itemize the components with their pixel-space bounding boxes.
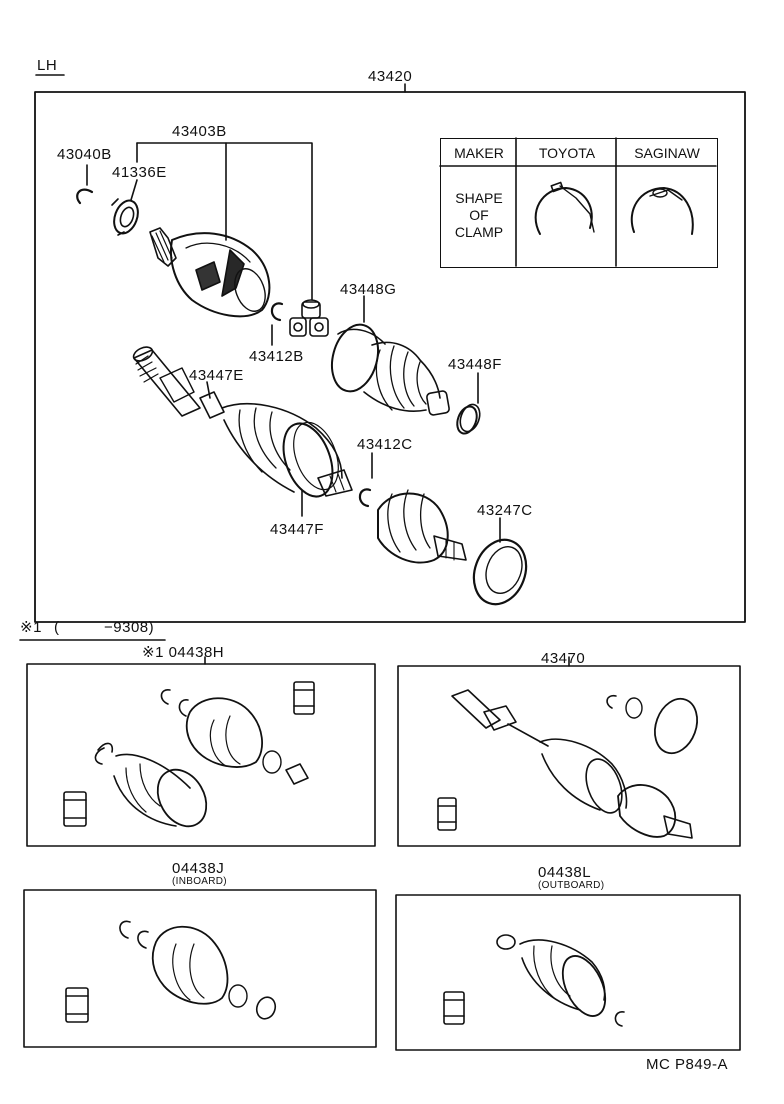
- leader-43403b: [130, 142, 313, 301]
- part-label-43448g: 43448G: [340, 281, 397, 298]
- kit-sub-inboard: (INBOARD): [172, 876, 227, 887]
- kit-04438j-parts: [65, 920, 277, 1023]
- table-row-label-line3: CLAMP: [454, 224, 504, 240]
- side-label: LH: [37, 57, 58, 74]
- kit-label-04438l: 04438L: [538, 864, 592, 881]
- kit-box-04438j: [23, 889, 377, 1048]
- kit-04438h-parts: [63, 681, 315, 828]
- table-header-maker: MAKER: [454, 145, 504, 161]
- bearing-41336e: [111, 198, 139, 236]
- diagram-reference: MC P849-A: [646, 1056, 729, 1073]
- part-label-43403b: 43403B: [172, 123, 227, 140]
- table-header-toyota: TOYOTA: [538, 145, 596, 161]
- note-range-open: (: [54, 619, 60, 636]
- table-row-label-line2: OF: [469, 207, 489, 223]
- kit-sub-outboard: (OUTBOARD): [538, 880, 605, 891]
- part-label-43412c: 43412C: [357, 436, 413, 453]
- clamp-43448f: [456, 403, 481, 435]
- kit-label-43470: 43470: [541, 650, 586, 667]
- ring-43247c: [472, 538, 528, 606]
- snap-ring-43412b: [270, 302, 284, 322]
- kit-box-43470: [397, 665, 741, 847]
- clamp-table-grid: [439, 137, 717, 267]
- kit-label-04438h: ※1 04438H: [142, 644, 225, 661]
- table-row-label-line1: SHAPE: [455, 190, 503, 206]
- kit-box-04438h: [26, 663, 376, 847]
- kit-box-04438l: [395, 894, 741, 1051]
- snap-ring-43412c: [358, 488, 372, 508]
- clamp-table: MAKER TOYOTA SAGINAW SHAPE OF CLAMP: [440, 138, 718, 268]
- note-marker: ※1: [20, 619, 42, 636]
- part-label-43447e: 43447E: [189, 367, 244, 384]
- snap-ring-43040b: [76, 188, 94, 205]
- note-range-end: −9308): [104, 619, 155, 636]
- toyota-clamp-icon: [534, 181, 595, 235]
- boot-43448g: [330, 323, 450, 416]
- part-label-43420: 43420: [368, 68, 413, 85]
- part-label-43412b: 43412B: [249, 348, 304, 365]
- inboard-housing-43403b: [149, 227, 271, 318]
- drive-shaft: [132, 346, 225, 419]
- part-label-43040b: 43040B: [57, 146, 112, 163]
- kit-04438l-parts: [443, 934, 625, 1027]
- kit-label-04438j: 04438J: [172, 860, 225, 877]
- kit-43470-parts: [437, 689, 698, 839]
- part-label-41336e: 41336E: [112, 164, 167, 181]
- part-label-43448f: 43448F: [448, 356, 502, 373]
- part-label-43447f: 43447F: [270, 521, 324, 538]
- saginaw-clamp-icon: [630, 187, 694, 235]
- boot-43447f: [221, 402, 353, 498]
- tripod-joint: [289, 299, 329, 337]
- main-assembly-frame: [34, 91, 746, 623]
- outboard-cv-joint: [377, 489, 467, 564]
- part-label-43247c: 43247C: [477, 502, 533, 519]
- leader-43447e: [206, 381, 211, 399]
- table-header-saginaw: SAGINAW: [634, 145, 700, 161]
